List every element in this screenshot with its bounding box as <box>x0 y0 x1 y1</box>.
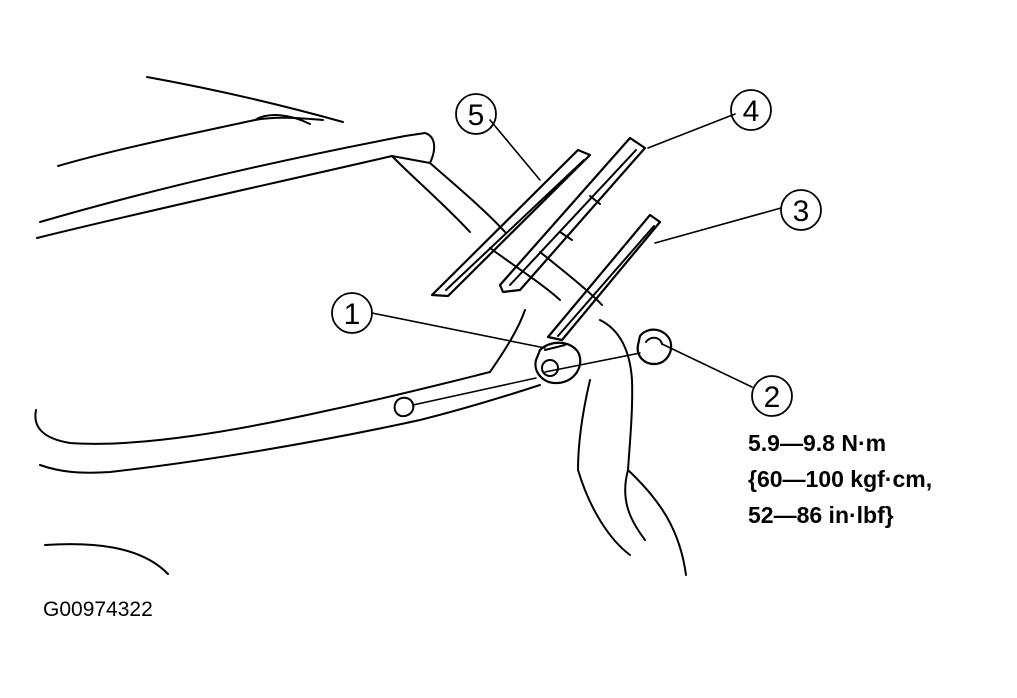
svg-text:5: 5 <box>468 99 485 132</box>
torque-spec-line-2: {60—100 kgf·cm, <box>748 466 933 492</box>
svg-text:4: 4 <box>743 95 760 128</box>
vehicle-body-outline <box>34 76 687 576</box>
wiper-arm-part-3 <box>546 213 662 342</box>
callout-4: 4 <box>730 89 772 131</box>
torque-spec: 5.9—9.8 N·m {60—100 kgf·cm, 52—86 in·lbf… <box>748 425 932 533</box>
figure-id: G00974322 <box>43 598 153 621</box>
wiper-pivot-part-1 <box>534 341 582 385</box>
wiper-blade-part-5 <box>430 148 592 298</box>
callout-5: 5 <box>455 93 497 135</box>
leader-lines <box>371 113 782 388</box>
svg-text:2: 2 <box>764 381 781 414</box>
svg-text:3: 3 <box>793 195 810 228</box>
svg-text:1: 1 <box>344 298 361 331</box>
grommet <box>393 396 415 418</box>
nut-part-2 <box>636 328 673 366</box>
callout-2: 2 <box>751 375 793 417</box>
callout-1: 1 <box>331 292 373 334</box>
callout-3: 3 <box>780 189 822 231</box>
torque-spec-line-3: 52—86 in·lbf} <box>748 502 894 528</box>
torque-spec-line-1: 5.9—9.8 N·m <box>748 430 887 456</box>
wiper-blade-part-4 <box>498 136 647 294</box>
exploded-view-lines <box>412 352 641 406</box>
